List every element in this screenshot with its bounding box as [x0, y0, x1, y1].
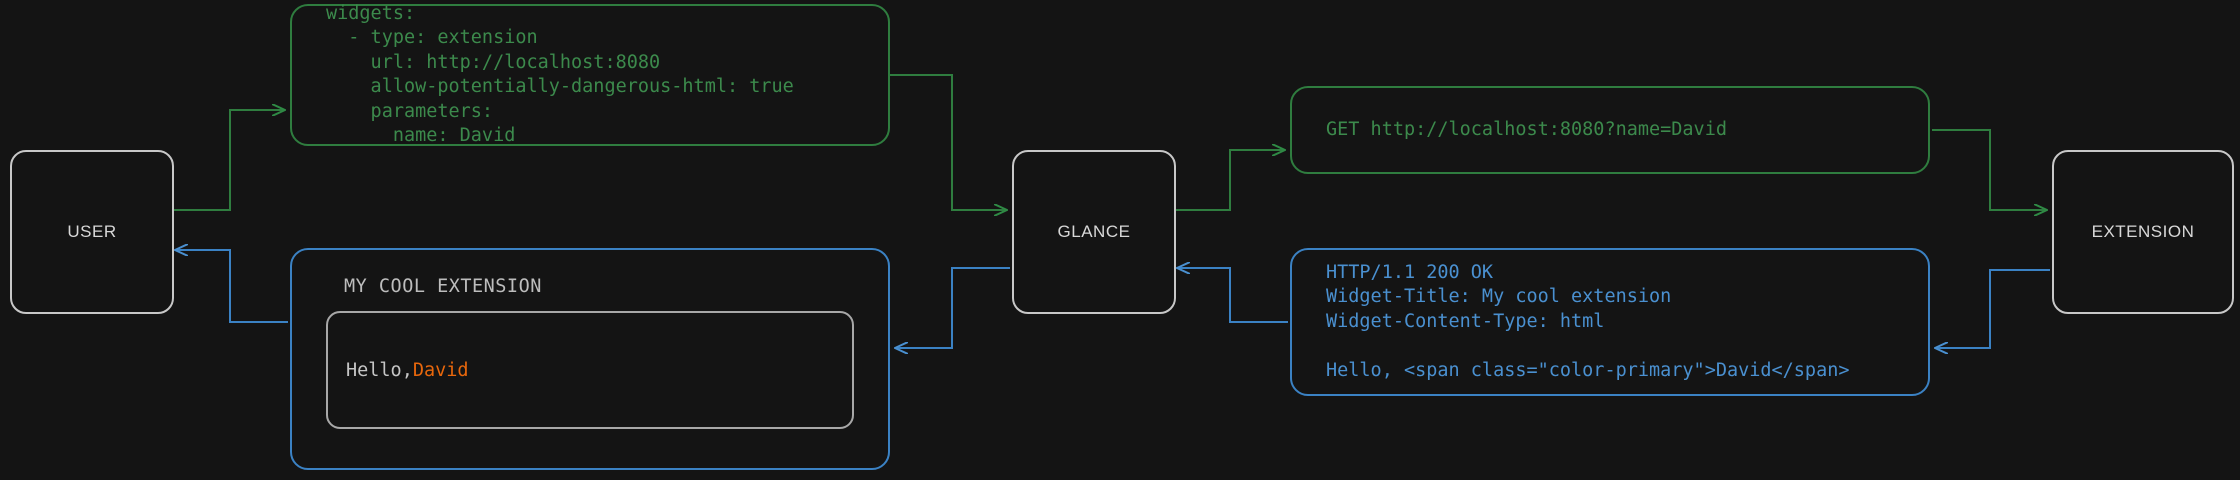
- node-extension[interactable]: EXTENSION: [2052, 150, 2234, 314]
- node-extension-label: EXTENSION: [2091, 222, 2195, 241]
- widget-greeting-prefix: Hello,: [346, 359, 413, 381]
- node-glance[interactable]: GLANCE: [1012, 150, 1176, 314]
- arrow-rendered-widget-to-user: [176, 250, 288, 323]
- node-user-label: USER: [67, 222, 117, 241]
- http-request-text: GET http://localhost:8080?name=David: [1326, 118, 1727, 140]
- yaml-config-box: widgets: - type: extension url: http://l…: [290, 2, 890, 147]
- arrow-glance-to-http-request: [1174, 150, 1284, 211]
- http-response-box: HTTP/1.1 200 OK Widget-Title: My cool ex…: [1290, 248, 1930, 396]
- widget-content-card: Hello, David: [326, 311, 854, 429]
- http-request-box: GET http://localhost:8080?name=David: [1290, 86, 1930, 174]
- yaml-config-text: widgets: - type: extension url: http://l…: [326, 2, 794, 147]
- node-glance-label: GLANCE: [1057, 222, 1131, 241]
- arrow-glance-to-rendered-widget: [896, 267, 1010, 348]
- arrow-http-request-to-extension: [1932, 129, 2046, 210]
- arrow-http-response-to-glance: [1178, 268, 1288, 323]
- arrow-yaml-to-glance: [890, 74, 1006, 210]
- arrow-user-to-yaml: [172, 110, 284, 211]
- http-response-text: HTTP/1.1 200 OK Widget-Title: My cool ex…: [1326, 261, 1850, 381]
- widget-title: MY COOL EXTENSION: [344, 276, 542, 297]
- rendered-widget-box: MY COOL EXTENSION Hello, David: [290, 248, 890, 470]
- widget-greeting-name: David: [412, 359, 469, 381]
- node-user[interactable]: USER: [10, 150, 174, 314]
- arrow-extension-to-http-response: [1936, 269, 2050, 348]
